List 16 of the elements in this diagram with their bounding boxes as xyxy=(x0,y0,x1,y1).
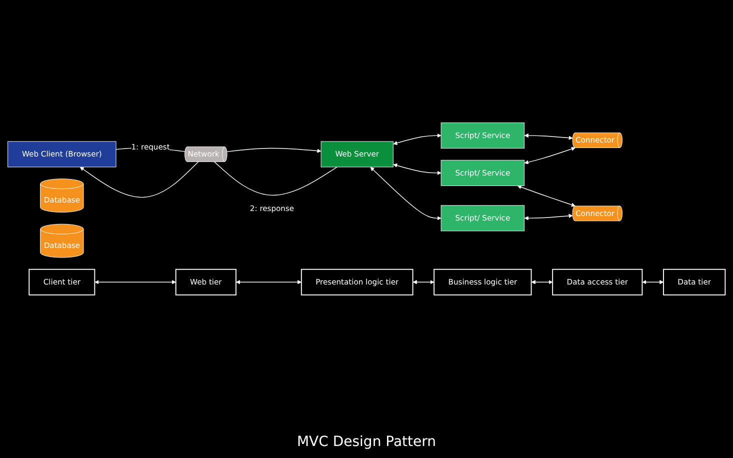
arrow xyxy=(642,280,664,284)
arrow xyxy=(236,280,302,284)
arrow xyxy=(517,185,576,207)
arrow xyxy=(226,148,322,154)
arrow xyxy=(94,280,176,284)
arrow xyxy=(531,280,553,284)
connector xyxy=(214,162,338,196)
arrow xyxy=(524,214,573,220)
arrow xyxy=(80,162,199,198)
arrow xyxy=(393,134,442,146)
arrow xyxy=(524,147,576,164)
arrow xyxy=(412,280,434,284)
bracket-label: MVC Design Pattern xyxy=(296,434,436,450)
arrow xyxy=(370,167,442,220)
arrow xyxy=(524,134,573,140)
arrow xyxy=(393,164,442,176)
